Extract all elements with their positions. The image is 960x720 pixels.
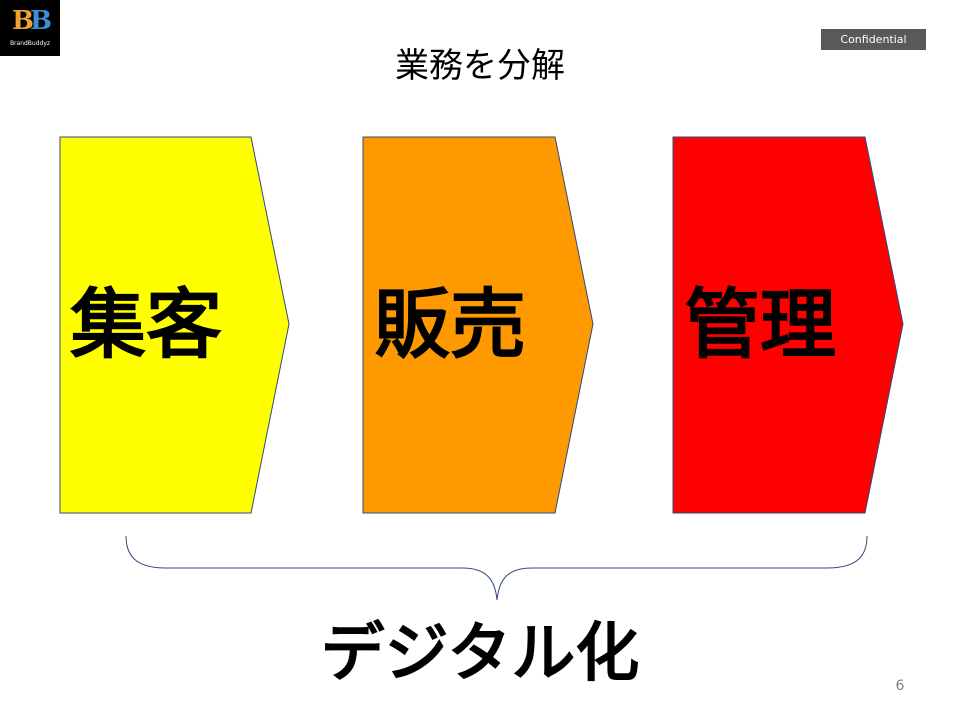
- step-label-manage: 管理: [684, 280, 836, 369]
- grouping-brace: [125, 535, 868, 601]
- brand-logo: BB BrandBuddyz: [0, 0, 60, 56]
- step-label-sell: 販売: [374, 280, 526, 369]
- logo-mark-left: B: [12, 6, 34, 36]
- slide-title: 業務を分解: [395, 46, 565, 86]
- step-arrow-sell: [362, 136, 594, 514]
- step-arrow-manage: [672, 136, 904, 514]
- logo-monogram: BB: [0, 6, 60, 36]
- page-number: 6: [895, 678, 905, 694]
- step-label-collect: 集客: [70, 280, 222, 369]
- logo-mark-right: B: [30, 6, 52, 36]
- logo-wordmark: BrandBuddyz: [9, 40, 51, 47]
- conclusion-label: デジタル化: [320, 617, 640, 691]
- confidential-badge: Confidential: [821, 29, 926, 50]
- step-arrow-collect: [59, 136, 290, 514]
